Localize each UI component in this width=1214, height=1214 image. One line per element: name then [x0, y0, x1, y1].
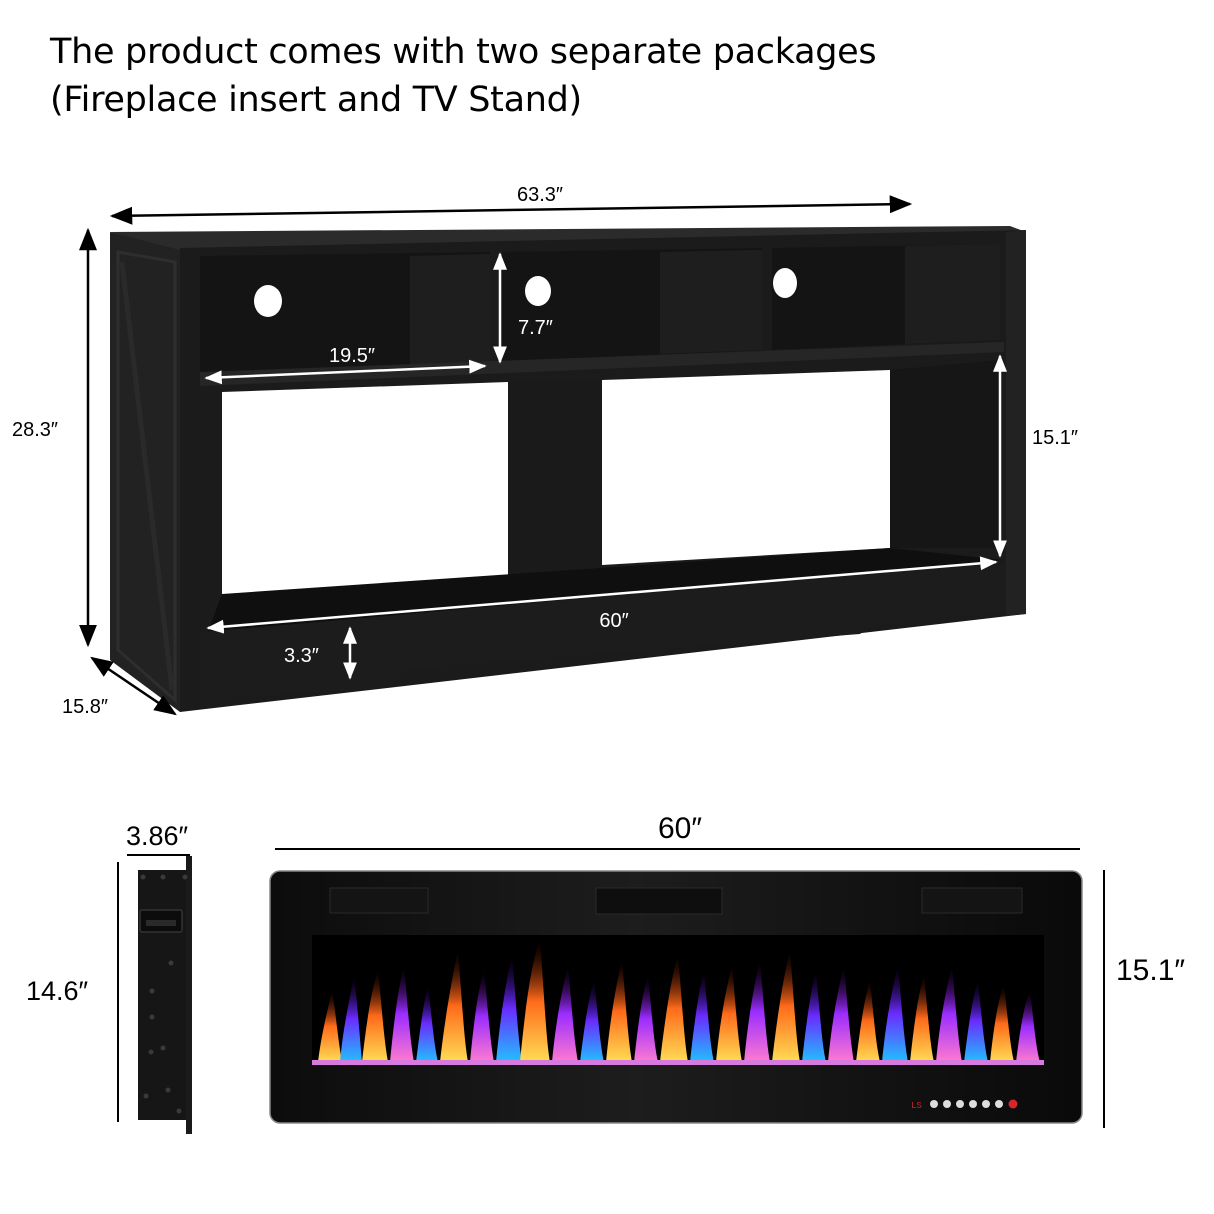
- headline: The product comes with two separate pack…: [50, 28, 877, 124]
- ember-bed: [312, 1060, 1044, 1065]
- cable-hole-icon: [254, 285, 282, 317]
- fireplace-side-view: 3.86″ 14.6″: [26, 821, 192, 1134]
- dim-depth: 15.8″: [62, 696, 108, 718]
- flame-icon[interactable]: [982, 1100, 990, 1108]
- light-icon[interactable]: [995, 1100, 1003, 1108]
- center-divider: [508, 380, 602, 578]
- vent-right: [921, 887, 1023, 914]
- tv-stand-dimensions: 63.3″ 28.3″ 15.8″ 19.5″ 7.7″ 15.1″ 60″ 3…: [12, 184, 1078, 718]
- dim-insert-depth: 3.86″: [126, 821, 189, 851]
- lower-opening-right: [602, 370, 890, 565]
- dim-upper-compartment-height: 7.7″: [518, 317, 553, 339]
- control-panel: LS: [911, 1099, 1018, 1111]
- timer-icon[interactable]: [943, 1100, 951, 1108]
- dim-fireplace-opening-width: 60″: [599, 610, 628, 632]
- down-icon[interactable]: [969, 1100, 977, 1108]
- dim-fireplace-opening-height: 15.1″: [1032, 427, 1078, 449]
- flame-effect: [318, 940, 1040, 1062]
- dim-insert-width: 60″: [658, 812, 702, 845]
- power-icon[interactable]: [930, 1100, 938, 1108]
- stand-top: [110, 226, 1026, 250]
- heat-icon[interactable]: [1008, 1099, 1018, 1109]
- dim-overall-width: 63.3″: [517, 184, 563, 206]
- vent-center: [595, 887, 723, 915]
- cable-hole-icon: [773, 268, 797, 298]
- dim-insert-side-height: 14.6″: [26, 976, 89, 1006]
- fireplace-front-view: 60″ 15.1″: [269, 812, 1185, 1128]
- dim-upper-compartment-width: 19.5″: [329, 345, 375, 367]
- headline-line-2: (Fireplace insert and TV Stand): [50, 80, 582, 120]
- up-icon[interactable]: [956, 1100, 964, 1108]
- cable-hole-icon: [525, 276, 551, 306]
- lower-opening-left: [222, 382, 508, 596]
- vent-left: [329, 887, 429, 914]
- headline-line-1: The product comes with two separate pack…: [50, 32, 877, 72]
- dim-overall-height: 28.3″: [12, 419, 58, 441]
- dim-base-clearance: 3.3″: [284, 645, 319, 667]
- dim-insert-height: 15.1″: [1116, 954, 1185, 987]
- tv-stand-illustration: [110, 226, 1026, 712]
- temperature-display: LS: [911, 1101, 922, 1111]
